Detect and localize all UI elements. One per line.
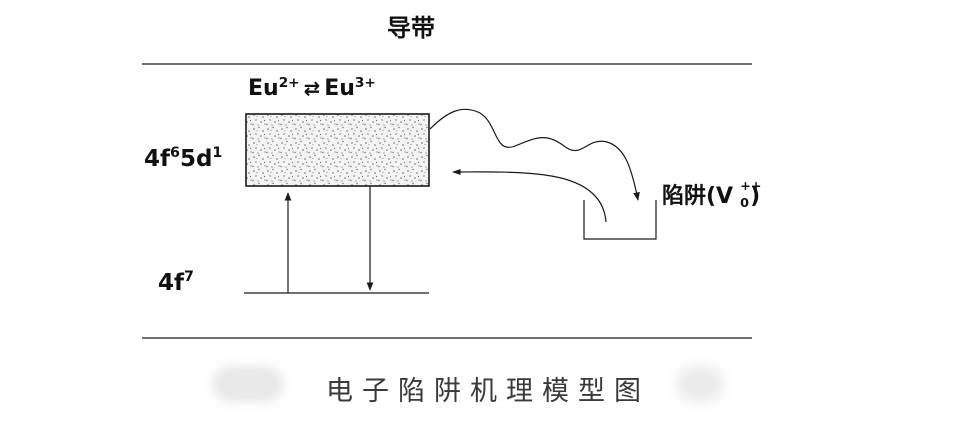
ground-state-4f: 4f (158, 270, 185, 296)
conduction-band-text: 导带 (387, 14, 435, 42)
excited-state-4f-exponent: 6 (170, 145, 180, 162)
eu-left-symbol: Eu (248, 76, 279, 101)
oxygen-vacancy-symbol: V++0 (733, 180, 761, 211)
blurred-watermark-right (676, 366, 724, 402)
trap-well (583, 200, 657, 240)
trap-label: 陷阱(VV++0) (662, 180, 761, 211)
excited-state-4f: 4f (144, 146, 171, 172)
eu-right-symbol: Eu (324, 76, 355, 101)
detrapping-arrow (452, 169, 607, 223)
blurred-watermark-left (212, 366, 284, 402)
excited-state-label: 4f65d1 (144, 145, 223, 172)
eu-valence-label: Eu2+⇄Eu3+ (248, 74, 376, 101)
excited-state-box (245, 113, 430, 187)
ground-state-exponent: 7 (184, 269, 194, 286)
excited-state-5d-exponent: 1 (212, 145, 223, 162)
eu-left-charge: 2+ (278, 74, 300, 91)
eu-right-charge: 3+ (354, 74, 376, 91)
ground-state-label: 4f7 (158, 269, 194, 296)
excited-state-5d: 5d (179, 146, 213, 172)
conduction-band-label: 导带 (387, 16, 435, 40)
trap-text: 陷阱(V (662, 184, 734, 209)
swap-arrows-icon: ⇄ (303, 77, 321, 100)
trap-close-paren: ) (750, 184, 761, 209)
figure-caption: 电子陷阱机理模型图 (326, 376, 650, 407)
trapping-wavy-arrow (429, 108, 640, 201)
vacancy-subscript: 0 (740, 195, 749, 211)
vacancy-charge: ++ (740, 179, 762, 195)
